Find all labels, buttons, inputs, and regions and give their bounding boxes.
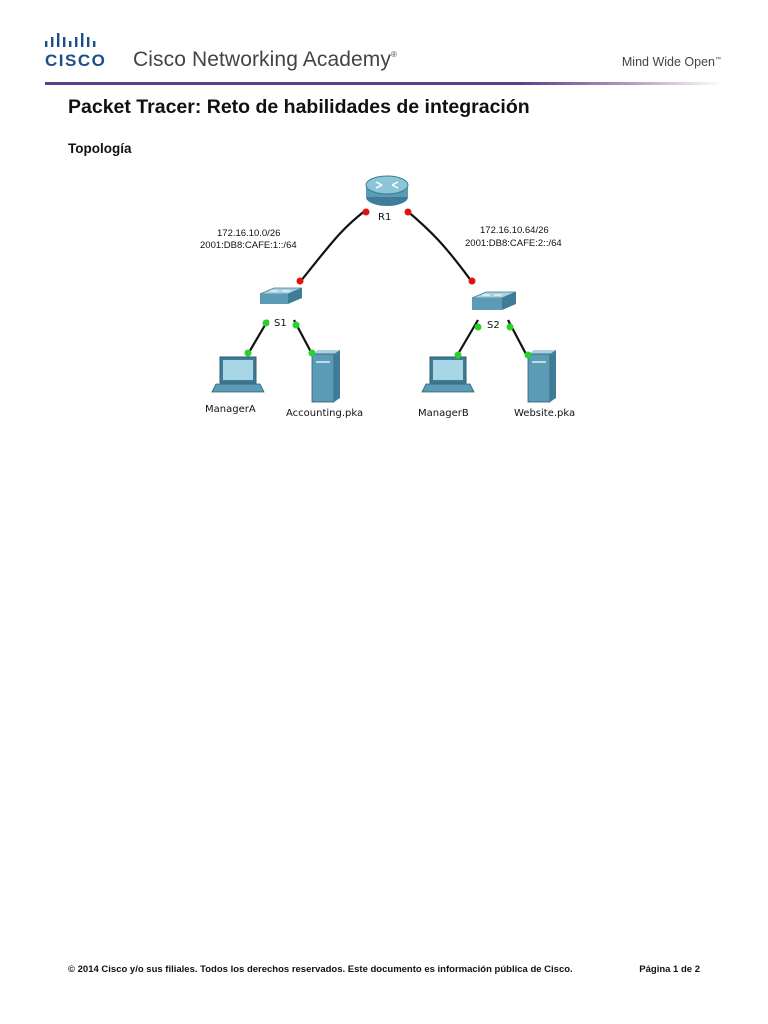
cisco-brand: CISCO — [45, 51, 107, 70]
page-header: CISCO Cisco Networking Academy® Mind Wid… — [0, 0, 768, 90]
status-dot-green — [244, 349, 252, 357]
registered-mark: ® — [391, 50, 397, 59]
left-ipv4-label: 172.16.10.0/26 — [217, 228, 280, 239]
server-icon[interactable] — [311, 350, 340, 403]
status-dot-red — [362, 208, 370, 216]
status-dot-green — [506, 323, 514, 331]
link-s2-managerb — [457, 319, 479, 355]
section-heading: Topología — [68, 141, 132, 156]
page-title: Packet Tracer: Reto de habilidades de in… — [68, 96, 530, 118]
tagline-text: Mind Wide Open — [621, 55, 715, 69]
managerb-label: ManagerB — [418, 408, 469, 419]
status-dot-red — [468, 277, 476, 285]
status-dot-green — [262, 319, 270, 327]
status-dot-green — [308, 349, 316, 357]
status-dot-green — [524, 351, 532, 359]
status-dot-green — [454, 351, 462, 359]
academy-text: Cisco Networking Academy — [133, 48, 391, 71]
managera-label: ManagerA — [205, 404, 256, 415]
footer-copyright: © 2014 Cisco y/o sus filiales. Todos los… — [68, 964, 573, 975]
laptop-icon[interactable] — [421, 356, 475, 393]
link-r1-s2 — [405, 209, 473, 283]
cisco-logo-icon — [45, 33, 96, 47]
link-r1-s1 — [299, 209, 367, 283]
status-dot-red — [404, 208, 412, 216]
router-icon[interactable] — [365, 175, 409, 206]
footer-page-number: Página 1 de 2 — [639, 964, 700, 975]
switch1-label: S1 — [274, 318, 287, 329]
accounting-label: Accounting.pka — [286, 408, 363, 419]
right-ipv6-label: 2001:DB8:CAFE:2::/64 — [465, 238, 562, 249]
switch-icon[interactable] — [471, 291, 517, 310]
tagline: Mind Wide Open™ — [622, 55, 721, 69]
switch2-label: S2 — [487, 320, 500, 331]
status-dot-green — [292, 321, 300, 329]
status-dot-green — [474, 323, 482, 331]
website-label: Website.pka — [514, 408, 575, 419]
academy-name: Cisco Networking Academy® — [133, 48, 397, 72]
left-ipv6-label: 2001:DB8:CAFE:1::/64 — [200, 240, 297, 251]
laptop-icon[interactable] — [211, 356, 265, 393]
switch-icon[interactable] — [259, 287, 303, 304]
right-ipv4-label: 172.16.10.64/26 — [480, 225, 549, 236]
network-topology-diagram: R1 172.16.10.0/26 2001:DB8:CAFE:1::/64 1… — [200, 175, 575, 419]
trademark-mark: ™ — [715, 56, 721, 63]
link-status-indicators — [244, 208, 532, 359]
status-dot-red — [296, 277, 304, 285]
server-icon[interactable] — [527, 350, 556, 403]
router-label: R1 — [378, 212, 391, 223]
header-rule — [45, 82, 723, 85]
